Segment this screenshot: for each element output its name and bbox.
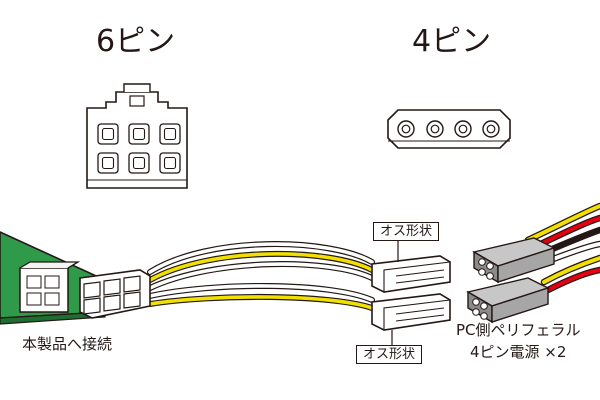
male-shape-tag-top: オス形状 [373, 222, 440, 241]
heading-6pin: 6ピン [96, 24, 176, 59]
pc-female-connector-top [472, 237, 556, 284]
label-connect-to-product: 本製品へ接続 [22, 335, 113, 353]
male-connector-bottom [371, 293, 451, 331]
four-pin-connector-front [387, 109, 511, 149]
label-4pin-power-x2: 4ピン電源 ×2 [470, 343, 567, 361]
male-connector-top [371, 255, 451, 293]
heading-4pin: 4ピン [412, 24, 492, 59]
pc-female-connector-bottom [466, 277, 550, 324]
label-pc-peripheral: PC側ペリフェラル [456, 321, 581, 339]
male-shape-tag-bottom: オス形状 [356, 345, 423, 364]
product-circuit-board [0, 231, 106, 325]
cable-bundle [147, 241, 375, 311]
six-pin-connector-front [86, 83, 188, 189]
six-pin-plug [79, 269, 151, 319]
